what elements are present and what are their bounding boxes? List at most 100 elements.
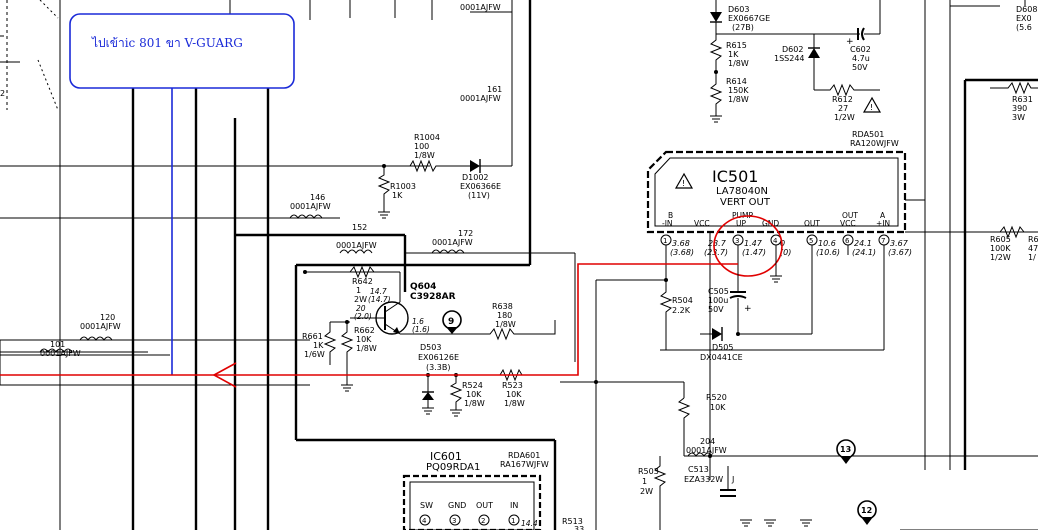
d1002-volt: (11V) xyxy=(468,191,490,200)
ic501-name: IC501 xyxy=(712,167,758,186)
c513-tol: J xyxy=(731,475,734,484)
ic601-name: IC601 xyxy=(430,450,462,463)
r6xx-ref: R6 xyxy=(1028,235,1038,244)
l152-ref: 152 xyxy=(352,223,367,232)
q604-vemit2: (2.0) xyxy=(354,312,372,321)
d603-ref: D603 xyxy=(728,5,749,14)
r605-value: 100K xyxy=(990,244,1011,253)
r6xx-value: 47 xyxy=(1028,244,1038,253)
ic501-part: LA78040N xyxy=(716,186,768,197)
top-label: 0001AJFW xyxy=(460,3,501,12)
r612-ref: R612 xyxy=(832,95,853,104)
ic501-wires xyxy=(560,0,1038,530)
ic501-pin7-label: A xyxy=(880,211,886,220)
ic501-v2b: (23.7) xyxy=(704,248,728,257)
ic601-pin2: 2 xyxy=(481,517,485,525)
r631-power: 3W xyxy=(1012,113,1025,122)
r6xx-power: 1/ xyxy=(1028,253,1036,262)
ic601: IC601 PQ09RDA1 RDA601 RA167WJFW SW GND O… xyxy=(402,450,549,530)
r523-ref: R523 xyxy=(502,381,523,390)
r638-ref: R638 xyxy=(492,302,513,311)
q604-part: C3928AR xyxy=(410,292,456,302)
c505-d505-group: + C505 100u 50V D505 DX0441CE xyxy=(700,282,752,362)
r605-ref: R605 xyxy=(990,235,1011,244)
test-points: 13 12 xyxy=(836,439,877,525)
ic501-v4b: (0) xyxy=(780,248,791,257)
d602-part: 1SS244 xyxy=(774,54,805,63)
ic501-pin3-label2: UP xyxy=(736,219,746,228)
far-right-parts: D608 EX0 (5.6 R631 390 3W R605 100K 1/2W… xyxy=(905,0,1038,470)
rda501-part: RA120WJFW xyxy=(850,139,899,148)
r615-value: 1K xyxy=(728,50,739,59)
l120-part: 0001AJFW xyxy=(80,322,121,331)
ic501-pin6-num: 6 xyxy=(845,237,850,245)
ic501-v5b: (10.6) xyxy=(816,248,840,257)
r504-group: R504 2.2K xyxy=(659,278,693,350)
q604-vemit: 20 xyxy=(356,304,366,313)
warning-icon-2: ! xyxy=(870,103,873,112)
d603-volt: (27B) xyxy=(732,23,754,32)
r661-value: 1K xyxy=(313,341,324,350)
labels-120-101: 120 0001AJFW 101 0001AJFW xyxy=(39,313,121,358)
tp9-label: 9 xyxy=(448,317,454,327)
label-146: 146 0001AJFW xyxy=(289,193,331,219)
highlight-circle xyxy=(713,215,783,277)
ic501-voltages: 3.68 (3.68) 23.7 (23.7) 1.47 (1.47) 0 (0… xyxy=(670,239,912,257)
r513-ref: R513 xyxy=(562,517,583,526)
r631-value: 390 xyxy=(1012,104,1027,113)
ic501-v5: 10.6 xyxy=(818,239,836,248)
ic501-pin5-label: OUT xyxy=(804,219,820,228)
c602-plus: + xyxy=(846,37,854,47)
left-block: 2 xyxy=(0,0,61,530)
sidebar-fragment: 2 xyxy=(0,89,5,98)
c505-value: 100u xyxy=(708,296,728,305)
r503-power: 2W xyxy=(640,487,653,496)
r1004-d1002-group: R1004 100 1/8W D1002 EX06366E (11V) R100… xyxy=(377,133,512,219)
r504-value: 2.2K xyxy=(672,306,691,315)
ic501-pin-circles xyxy=(660,234,890,246)
r612-value: 27 xyxy=(838,104,848,113)
q604-ref: Q604 xyxy=(410,282,436,292)
r1003-ref: R1003 xyxy=(390,182,416,191)
d505-ref: D505 xyxy=(712,343,733,352)
c513-ref: C513 xyxy=(688,465,709,474)
r661-power: 1/6W xyxy=(304,350,325,359)
r503-value: 1 xyxy=(642,477,647,486)
ic501-pin1-num: 1 xyxy=(663,237,667,245)
r605-power: 1/2W xyxy=(990,253,1011,262)
d503-group: D503 EX06126E (3.3B) R524 10K 1/8W R523 … xyxy=(418,343,525,417)
r524-ref: R524 xyxy=(462,381,483,390)
ic601-part: PQ09RDA1 xyxy=(426,462,480,473)
l120-ref: 120 xyxy=(100,313,115,322)
label-161: 161 xyxy=(487,85,502,94)
ic501-pin3-num: 3 xyxy=(735,237,739,245)
d602-ref: D602 xyxy=(782,45,803,54)
r520-ref: R520 xyxy=(706,393,727,402)
ic601-pin-gnd: GND xyxy=(448,501,466,510)
d608-volt: (5.6 xyxy=(1016,23,1032,32)
c513-part: EZA332W xyxy=(684,475,723,484)
r642-power: 2W xyxy=(354,295,367,304)
c602-ref: C602 xyxy=(850,45,871,54)
ic601-rda-part: RA167WJFW xyxy=(500,460,549,469)
ic601-pin-in: IN xyxy=(510,501,518,510)
top-labels: 0001AJFW 161 0001AJFW xyxy=(460,3,502,103)
ic601-pin4: 4 xyxy=(422,517,427,525)
r513-value: 33 xyxy=(574,525,584,530)
ic601-pin-out: OUT xyxy=(476,501,493,510)
label-172: 172 0001AJFW xyxy=(405,229,576,362)
r638-power: 1/8W xyxy=(495,320,516,329)
d603-part: EX0667GE xyxy=(728,14,770,23)
ic501-v6b: (24.1) xyxy=(852,248,876,257)
label-152: 152 0001AJFW xyxy=(336,223,377,254)
d1002-part: EX06366E xyxy=(460,182,501,191)
tp13-label: 13 xyxy=(840,445,851,454)
r661-ref: R661 xyxy=(302,332,323,341)
d1002-ref: D1002 xyxy=(462,173,489,182)
c505-voltage: 50V xyxy=(708,305,724,314)
ic501-pin3-label: PUMP xyxy=(732,211,753,220)
ic501-v3: 1.47 xyxy=(744,239,763,248)
ic501-v6: 24.1 xyxy=(854,239,872,248)
r523-value: 10K xyxy=(506,390,522,399)
r520-value: 10K xyxy=(710,403,726,412)
